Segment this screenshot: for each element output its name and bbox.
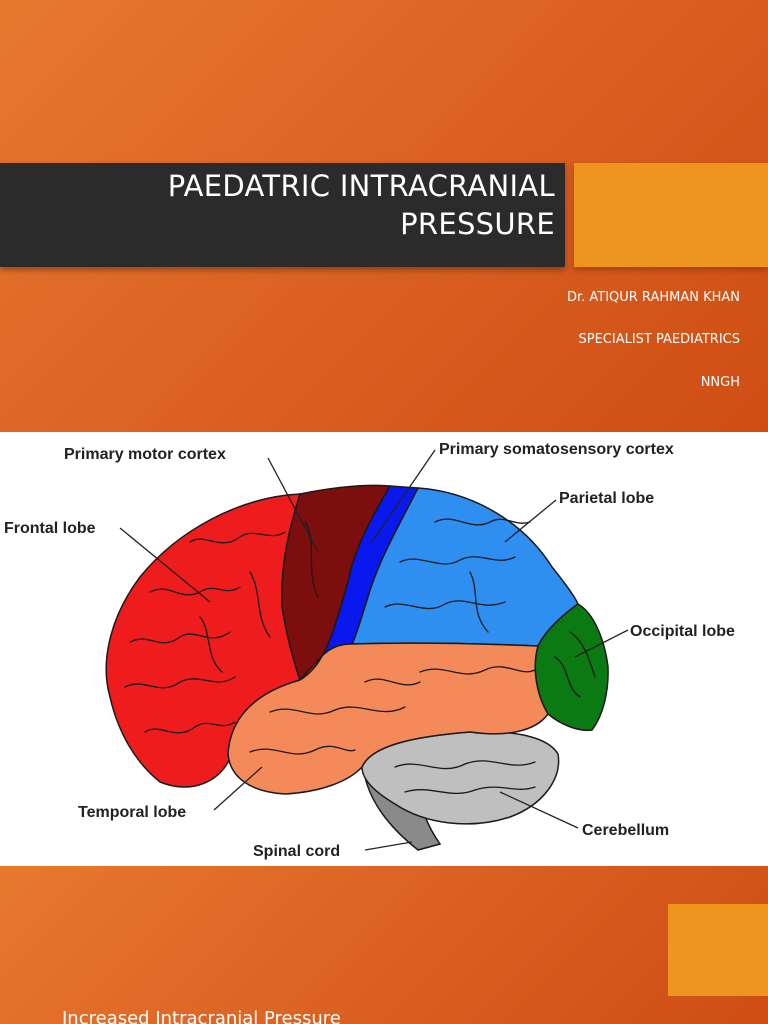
occipital-lobe-region [534,603,609,732]
brain-diagram-slide: Primary motor cortex Primary somatosenso… [0,432,768,866]
label-spinal-cord: Spinal cord [253,843,340,860]
label-parietal-lobe: Parietal lobe [559,490,654,507]
slide-title: PAEDATRIC INTRACRANIAL PRESSURE [168,167,555,243]
label-frontal-lobe: Frontal lobe [4,520,96,537]
label-occipital-lobe: Occipital lobe [630,623,735,640]
slide3-heading: Increased Intracranial Pressure [62,1008,341,1024]
next-slide: Increased Intracranial Pressure [0,866,768,1024]
label-primary-somatosensory-cortex: Primary somatosensory cortex [439,441,674,458]
title-line-2: PRESSURE [400,207,555,241]
accent-block-2 [668,904,768,996]
accent-block [574,163,768,267]
title-slide: PAEDATRIC INTRACRANIAL PRESSURE Dr. ATIQ… [0,0,768,432]
temporal-lobe-region [227,642,549,795]
pointer-lines [119,449,629,851]
author-role: SPECIALIST PAEDIATRICS [578,332,741,347]
label-primary-motor-cortex: Primary motor cortex [64,446,226,463]
title-bar: PAEDATRIC INTRACRANIAL PRESSURE [0,163,565,267]
author-name: Dr. ATIQUR RAHMAN KHAN [566,290,740,305]
organization: NNGH [700,375,740,390]
gyri-texture [124,518,596,795]
title-line-1: PAEDATRIC INTRACRANIAL [167,169,555,203]
label-temporal-lobe: Temporal lobe [78,804,186,821]
label-cerebellum: Cerebellum [582,822,669,839]
brain-diagram: Primary motor cortex Primary somatosenso… [4,441,735,860]
